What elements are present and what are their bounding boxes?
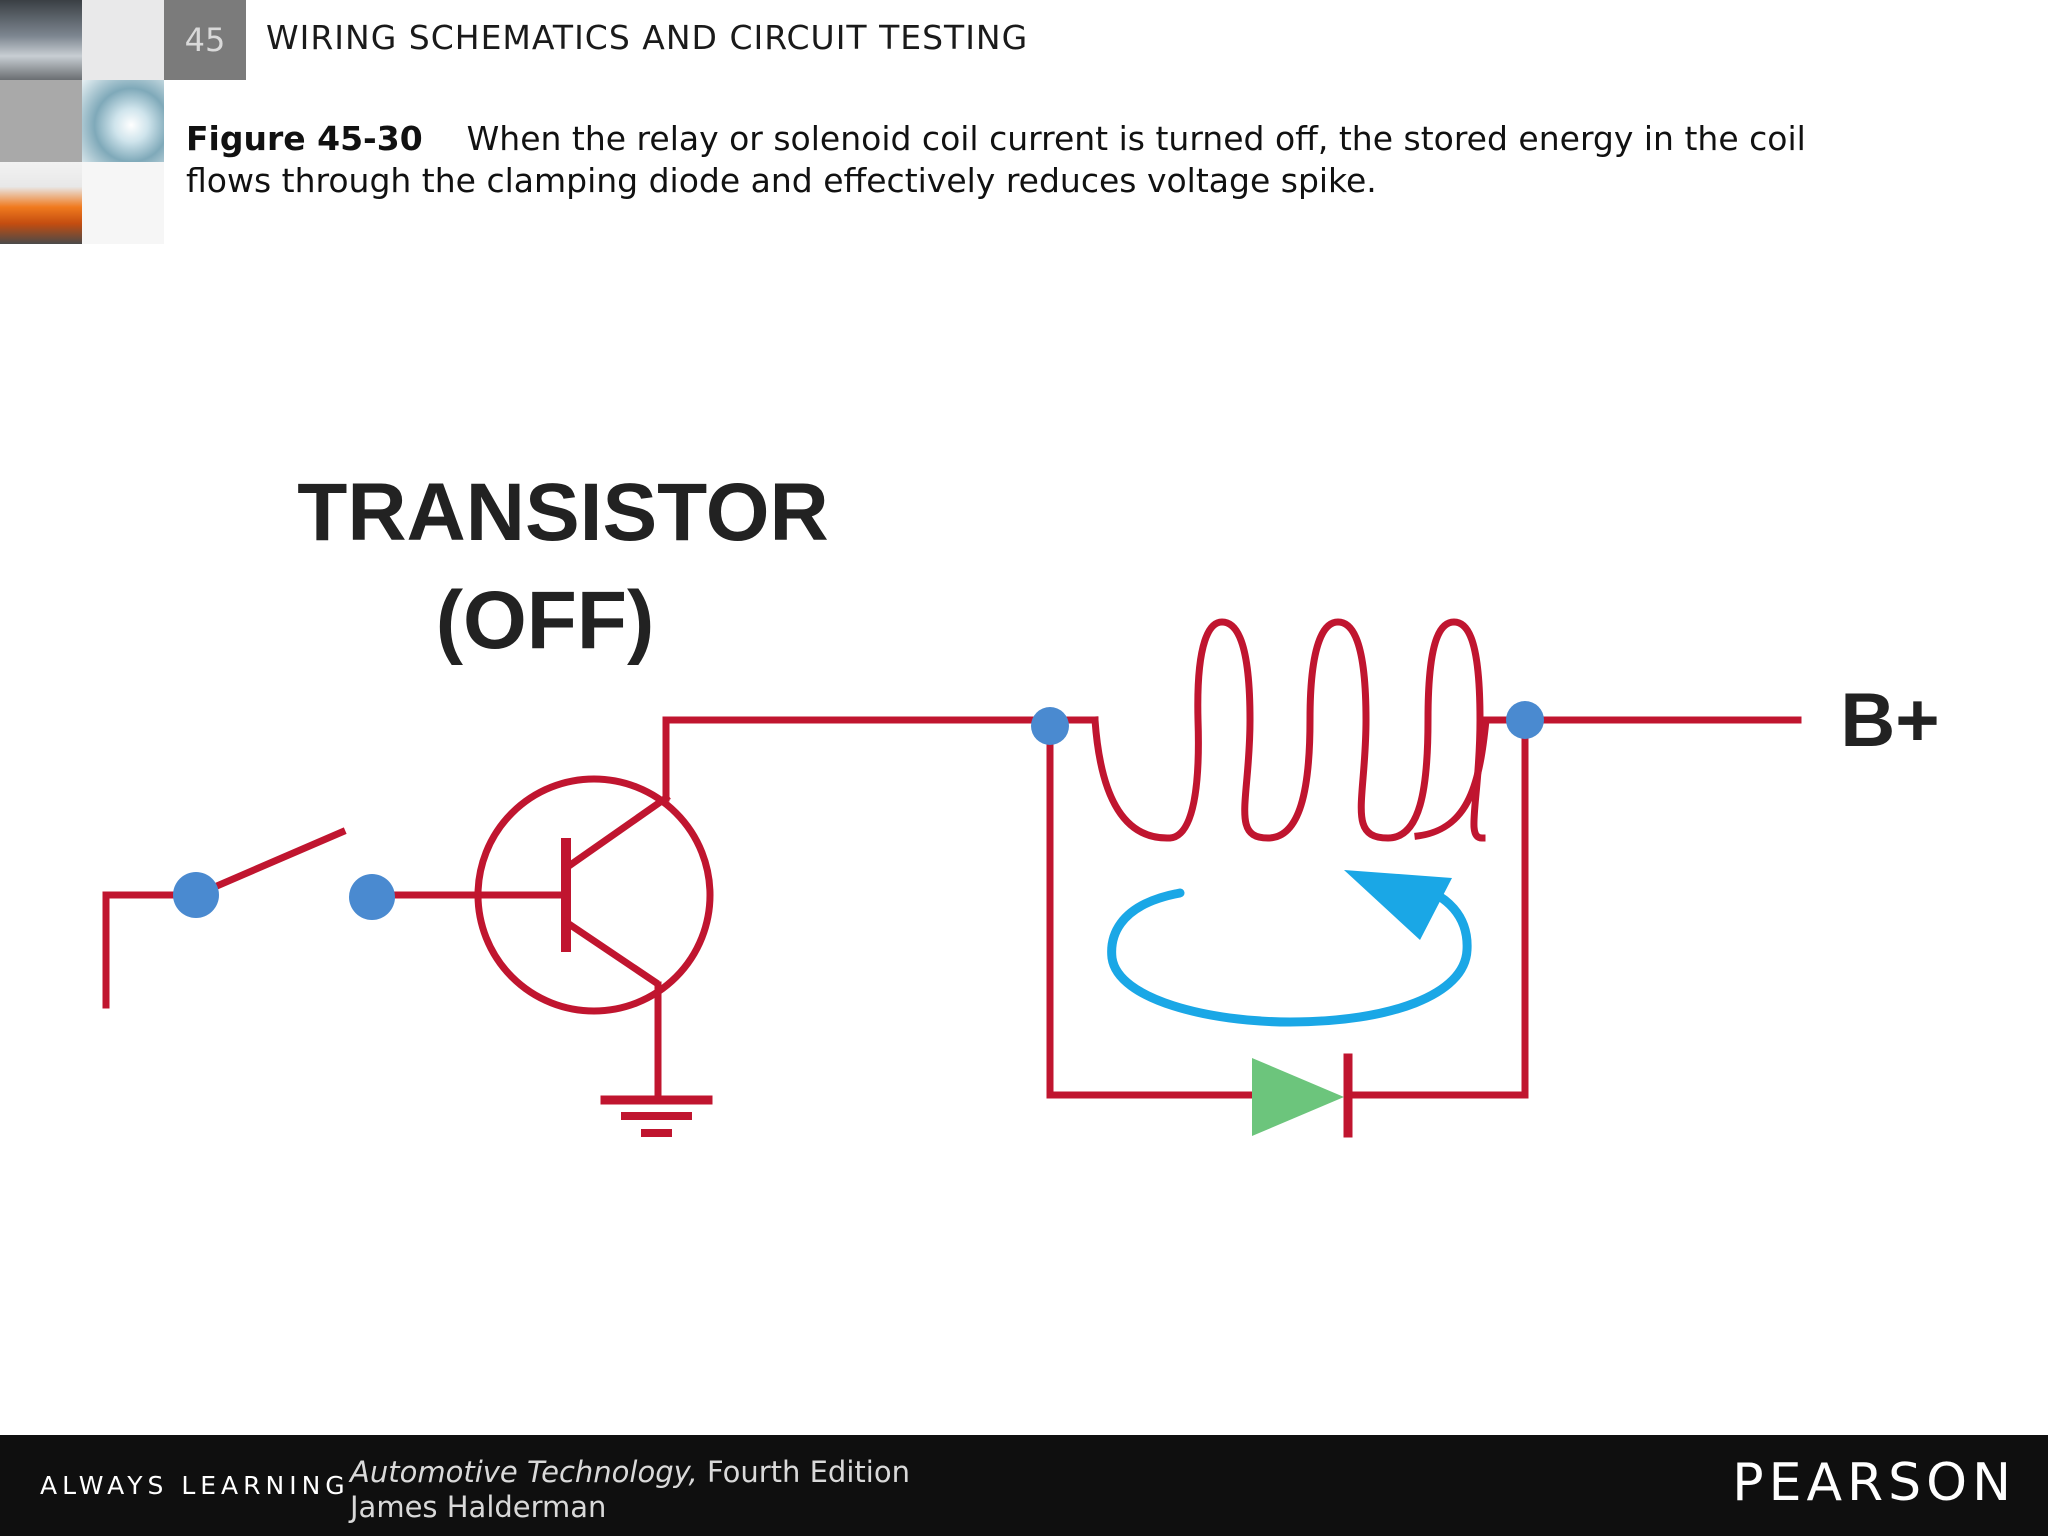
book-title-line: Automotive Technology, Fourth Edition bbox=[350, 1455, 910, 1490]
transistor-collector bbox=[561, 793, 671, 873]
publisher-logo: PEARSON bbox=[1732, 1453, 2016, 1513]
transistor-label: TRANSISTOR bbox=[297, 467, 829, 558]
diode-branch-left bbox=[1046, 716, 1256, 1099]
clamping-diode bbox=[1252, 1058, 1344, 1136]
battery-positive-label: B+ bbox=[1840, 678, 1939, 763]
book-citation: Automotive Technology, Fourth Edition Ja… bbox=[350, 1455, 910, 1525]
book-edition: Fourth Edition bbox=[697, 1455, 910, 1489]
clamping-diode-circuit-diagram: TRANSISTOR (OFF) B+ bbox=[102, 467, 1940, 1138]
chapter-number: 45 bbox=[164, 0, 246, 80]
figure-label: Figure 45-30 bbox=[186, 119, 423, 158]
base-input-node bbox=[349, 874, 395, 920]
diode-branch-right bbox=[1344, 716, 1529, 1099]
transistor-symbol bbox=[474, 775, 714, 1015]
coil-right-lead bbox=[1414, 716, 1529, 840]
book-title: Automotive Technology, bbox=[350, 1455, 698, 1489]
orange-car-thumbnail-image bbox=[0, 162, 82, 244]
coil-left-node bbox=[1031, 707, 1069, 745]
chapter-title: WIRING SCHEMATICS AND CIRCUIT TESTING bbox=[266, 18, 1029, 57]
switch-blade bbox=[191, 827, 347, 900]
switch-contact-node bbox=[173, 872, 219, 918]
transistor-emitter bbox=[561, 917, 660, 987]
relay-coil bbox=[1091, 618, 1486, 842]
car-thumbnail-image bbox=[0, 0, 82, 80]
footer-tagline: ALWAYS LEARNING bbox=[40, 1471, 350, 1500]
header-tile bbox=[82, 0, 164, 80]
book-author: James Halderman bbox=[350, 1490, 607, 1524]
footer-bar: ALWAYS LEARNING Automotive Technology, F… bbox=[0, 1435, 2048, 1536]
collector-wire bbox=[662, 716, 1054, 802]
coil-right-node bbox=[1506, 701, 1544, 739]
circulating-current-arrow bbox=[1107, 883, 1472, 1027]
turbine-thumbnail-image bbox=[82, 80, 164, 162]
transistor-state-label: (OFF) bbox=[436, 575, 655, 666]
current-arrow-head bbox=[1344, 870, 1452, 940]
header-tile bbox=[0, 80, 82, 162]
input-wire bbox=[102, 891, 200, 1009]
figure-caption-text: When the relay or solenoid coil current … bbox=[186, 119, 1806, 200]
header-tile bbox=[82, 162, 164, 244]
